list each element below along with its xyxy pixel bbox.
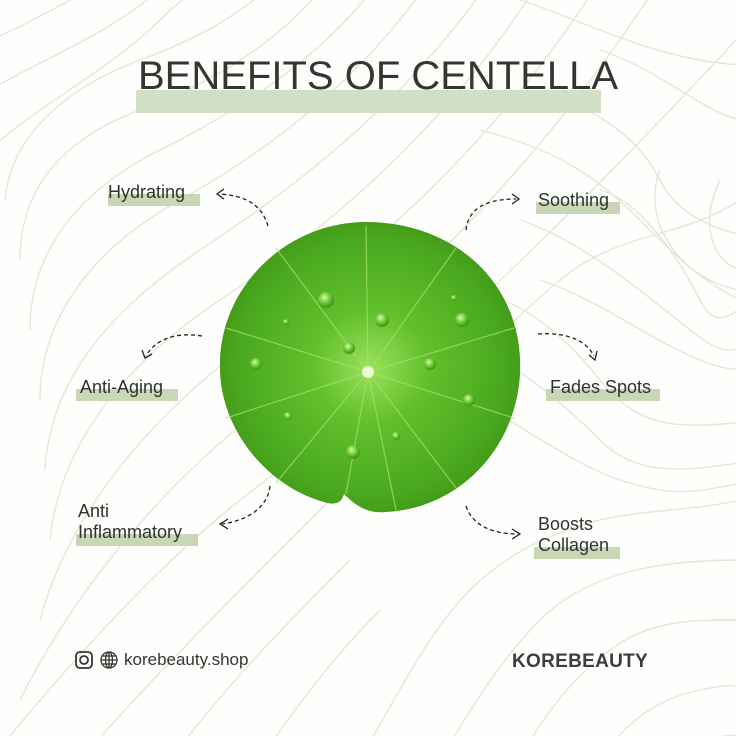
benefit-label-soothing: Soothing [536, 190, 620, 214]
water-droplets [250, 292, 475, 459]
label-highlight [76, 389, 178, 401]
website-link[interactable]: korebeauty.shop [124, 650, 249, 669]
benefit-label-hydrating: Hydrating [108, 182, 200, 206]
title-highlight [136, 90, 601, 113]
title-block: BENEFITS OF CENTELLA [136, 52, 618, 113]
benefit-label-boosts-collagen: Boosts Collagen [534, 514, 620, 559]
benefit-label-anti-aging: Anti-Aging [76, 377, 178, 401]
label-highlight [534, 547, 620, 559]
benefit-label-fades-spots: Fades Spots [546, 377, 660, 401]
instagram-icon[interactable] [74, 650, 94, 670]
centella-leaf-image [219, 222, 521, 513]
page-title: BENEFITS OF CENTELLA [138, 54, 619, 98]
brand-name: KOREBEAUTY [512, 651, 649, 672]
benefit-label-anti-inflammatory: Anti Inflammatory [76, 501, 198, 546]
globe-icon[interactable] [99, 650, 119, 670]
label-highlight [76, 534, 198, 546]
label-highlight [546, 389, 660, 401]
footer-contact: korebeauty.shop [74, 650, 248, 670]
label-highlight [108, 194, 200, 206]
label-highlight [536, 202, 620, 214]
